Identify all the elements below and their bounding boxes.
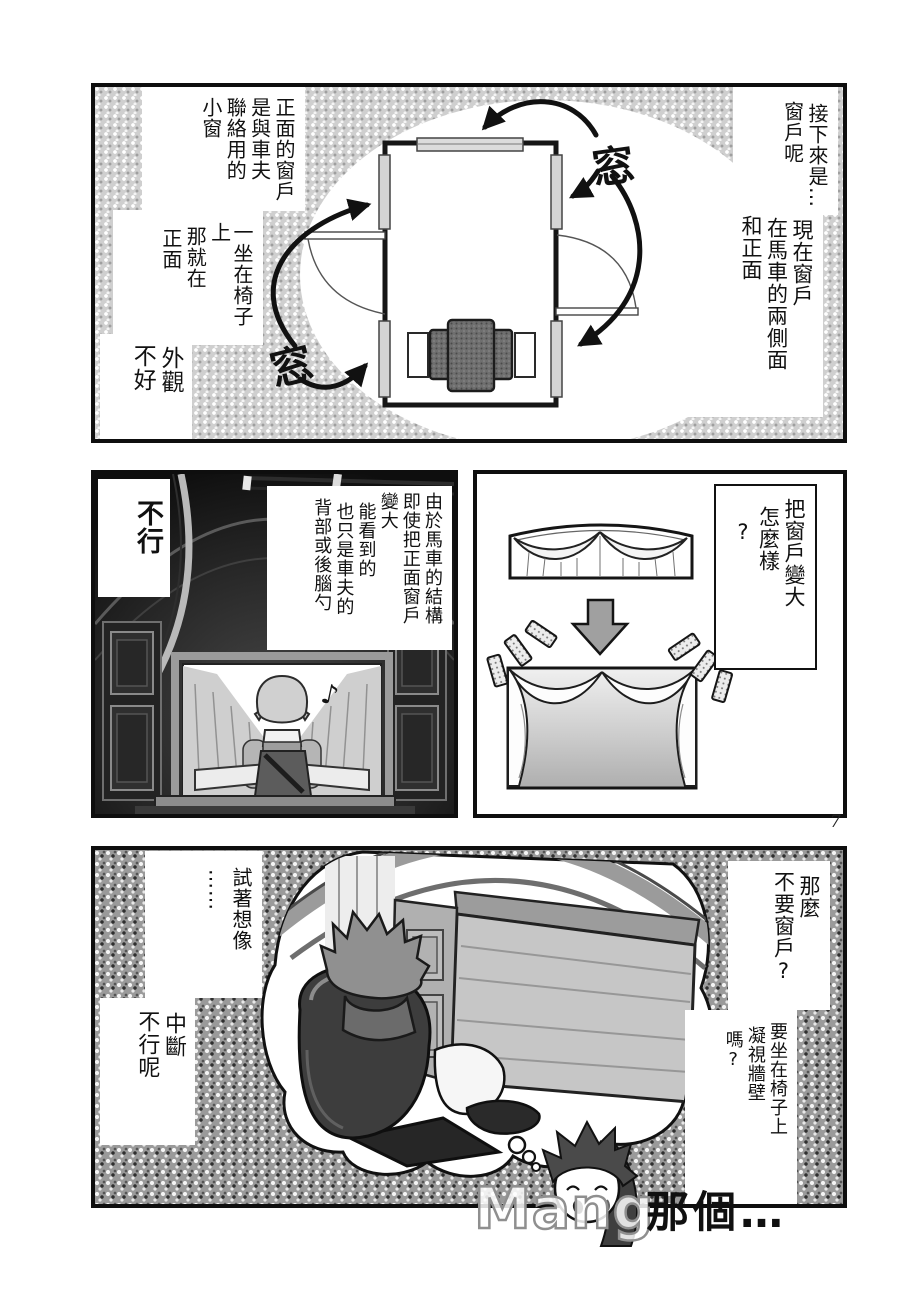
bubble-text-column: 現在窗戶	[790, 219, 814, 307]
side-window-strips	[378, 154, 563, 398]
bubble-text-column: 怎麼樣	[756, 506, 781, 572]
thought-bubble-art	[260, 850, 715, 1247]
bubble-text-column: 不行	[132, 499, 163, 555]
floor-shadow	[135, 806, 415, 814]
bubble-text-column: 接下來是…	[805, 103, 829, 208]
right-door	[555, 234, 639, 316]
panel-imagination: 試著想像 …… 中斷 不行呢 那麼 不要窗戶? 要坐在椅子上 凝視牆壁 嗎?	[91, 846, 847, 1247]
bubble-text-column: 和正面	[738, 215, 763, 281]
um-dialogue-text: 那個…	[646, 1188, 787, 1238]
speech-bubble-no-good: 不行	[98, 479, 170, 597]
bubble-text-column: 變大	[377, 492, 399, 530]
bubble-text-column: 要坐在椅子上	[767, 1022, 788, 1136]
speech-bubble-no-window: 那麼 不要窗戶?	[728, 861, 830, 1010]
curtain-windows-art	[486, 523, 734, 790]
bubble-text-column: 試著想像	[229, 867, 253, 951]
music-note-icon: ♪	[318, 678, 341, 712]
window-label-top-right: 窓	[589, 139, 637, 193]
emphasis-marks	[486, 619, 734, 703]
bubble-text-column: 那就在	[183, 226, 208, 289]
speech-bubble-sit-on-chair: 一坐在椅子上 那就在 正面	[113, 210, 263, 345]
bubble-text-column: 中斷	[161, 1012, 186, 1058]
window-pointer-arrows	[270, 99, 643, 390]
small-curtain-window	[508, 523, 694, 580]
thought-trail-circles	[507, 1135, 541, 1172]
bubble-text-column: 背部或後腦勺	[311, 498, 333, 612]
coachman-back-view	[253, 674, 313, 797]
bubble-text-column: ……	[204, 869, 229, 911]
down-arrow-icon	[570, 598, 630, 656]
speech-bubble-enlarge-window: 把窗戶變大 怎麼樣 ?	[714, 484, 817, 670]
speech-bubble-imagine: 試著想像 ……	[145, 851, 262, 998]
bubble-text-column: 一坐在椅子上	[207, 222, 254, 327]
bubble-text-column: 是與車夫	[247, 97, 272, 181]
bubble-text-column: 不好	[129, 344, 156, 392]
chair-top-view	[407, 318, 536, 393]
bubble-text-column: 即使把正面窗戶	[399, 492, 421, 625]
bubble-text-column: 由於馬車的結構	[422, 492, 443, 625]
bubble-text-column: 也只是車夫的	[333, 502, 355, 616]
page-number: 7	[830, 812, 841, 832]
bubble-text-column: 在馬車的兩側面	[764, 217, 789, 371]
big-curtain-window	[506, 666, 698, 790]
site-watermark: Mang	[473, 1175, 655, 1244]
bubble-text-column: 不要窗戶?	[771, 871, 796, 984]
bubble-text-column: 能看到的	[355, 502, 377, 578]
bubble-text-column: 正面的窗戶	[272, 97, 296, 202]
bubble-text-column: 嗎?	[722, 1030, 744, 1071]
speech-bubble-interrupted: 中斷 不行呢	[100, 998, 195, 1145]
bubble-text-column: 小窗	[198, 97, 223, 139]
bubble-text-column: 那麼	[797, 875, 821, 919]
bubble-text-column: 不行呢	[134, 1010, 160, 1079]
bubble-text-column: 聯絡用的	[223, 97, 248, 181]
bubble-text-column: ?	[730, 520, 755, 545]
bubble-text-column: 把窗戶變大	[782, 498, 806, 608]
bubble-text-column: 窗戶呢	[780, 101, 805, 164]
imagined-windowless-interior	[269, 852, 713, 1168]
speech-bubble-next-is-window: 接下來是… 窗戶呢	[733, 87, 838, 215]
chibi-character	[541, 1119, 639, 1247]
panel-top-floorplan: 窓 窓 正面的窗戶 是與車夫 聯絡用的 小窗 一坐在椅子上 那就在 正面 外觀 …	[91, 83, 847, 443]
panel-window-enlarge: 把窗戶變大 怎麼樣 ?	[473, 470, 847, 818]
speech-bubble-current-windows: 現在窗戶 在馬車的兩側面 和正面	[683, 205, 823, 417]
speech-bubble-structure-note: 由於馬車的結構 即使把正面窗戶 變大 能看到的 也只是車夫的 背部或後腦勺	[267, 486, 452, 650]
bubble-text-column: 外觀	[157, 346, 183, 394]
speech-bubble-front-window-note: 正面的窗戶 是與車夫 聯絡用的 小窗	[142, 87, 305, 211]
panel-carriage-interior: ♪ 不行 由於馬車的結構 即使把正面窗戶 變大 能看到的 也只是車夫的 背部或後…	[91, 470, 458, 818]
window-label-bottom-left: 窓	[265, 338, 318, 396]
left-door-panel	[102, 621, 162, 801]
bubble-text-column: 正面	[158, 228, 183, 270]
carriage-floorplan-diagram: 窓 窓	[265, 99, 643, 408]
bubble-text-column: 凝視牆壁	[744, 1026, 766, 1102]
left-door	[304, 231, 386, 315]
speech-bubble-appearance: 外觀 不好	[100, 334, 192, 439]
speech-bubble-stare-wall: 要坐在椅子上 凝視牆壁 嗎?	[685, 1010, 797, 1204]
